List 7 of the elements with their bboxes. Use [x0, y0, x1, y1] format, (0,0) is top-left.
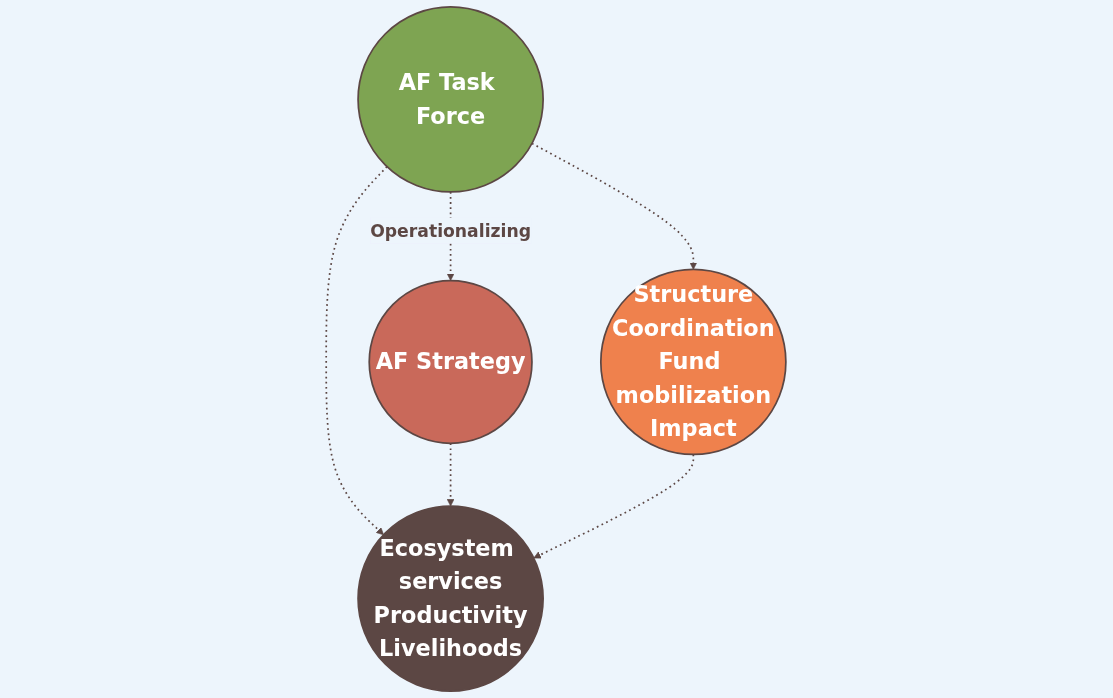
edge-label: Operationalizing	[370, 220, 532, 241]
node-circle: Structure Coordination Fund mobilization Impact	[600, 268, 788, 456]
node-circle: AF Task Force	[357, 6, 545, 193]
node-circle: AF Strategy	[368, 279, 534, 445]
arrow	[533, 453, 695, 559]
node-circle: Ecosystem services Productivity Livelihoods	[357, 505, 545, 692]
arrow	[325, 165, 389, 536]
